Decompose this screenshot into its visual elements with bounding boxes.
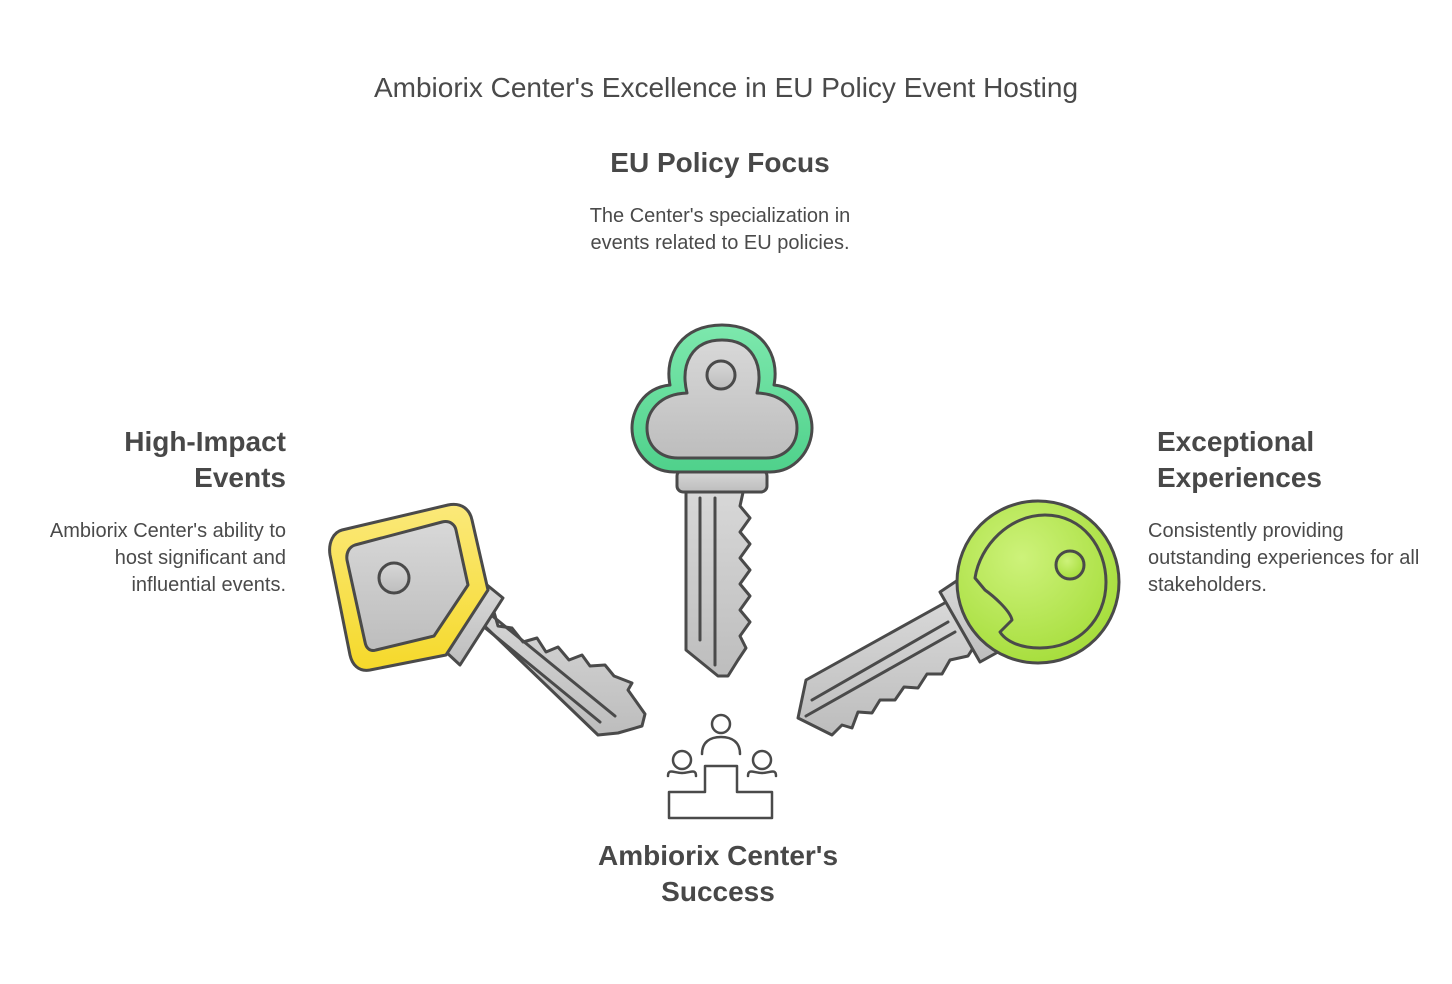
right-key-heading-line2: Experiences — [1157, 462, 1322, 493]
top-key-blade — [684, 486, 752, 678]
top-key-description: The Center's specialization in events re… — [589, 205, 851, 254]
right-key-heading: Exceptional Experiences — [1157, 424, 1417, 496]
left-key — [328, 502, 647, 737]
right-key-bow-inner — [973, 513, 1108, 650]
center-heading-line1: Ambiorix Center's — [597, 840, 839, 871]
center-heading: Ambiorix Center's Success — [518, 838, 918, 910]
top-key-heading: EU Policy Focus — [610, 147, 830, 178]
top-key-bow-inner — [645, 338, 799, 460]
top-key — [630, 323, 814, 678]
right-key-bow — [955, 499, 1121, 665]
right-key-hole — [1054, 549, 1086, 581]
top-key-hole — [705, 359, 737, 391]
right-key-heading-line1: Exceptional — [1157, 426, 1315, 457]
left-key-hole — [377, 561, 411, 595]
left-key-heading: High-Impact Events — [40, 424, 286, 496]
podium-people-icon — [666, 713, 778, 820]
right-key-description: Consistently providing outstanding exper… — [1148, 520, 1420, 596]
left-key-heading-line1: High-Impact — [124, 426, 286, 457]
right-key-blade — [796, 598, 977, 737]
right-key — [796, 499, 1121, 737]
left-key-heading-line2: Events — [194, 462, 286, 493]
center-heading-line2: Success — [661, 876, 775, 907]
diagram-title: Ambiorix Center's Excellence in EU Polic… — [373, 72, 1079, 103]
left-key-description: Ambiorix Center's ability to host signif… — [49, 520, 286, 596]
